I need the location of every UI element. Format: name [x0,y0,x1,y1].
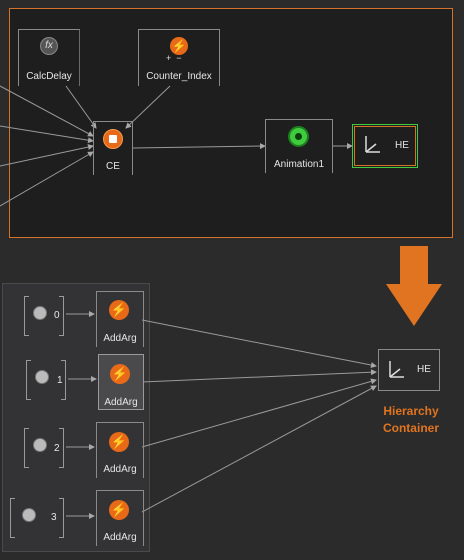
addarg-node[interactable]: ⚡ AddArg [96,490,144,546]
lightning-icon: ⚡ [110,364,130,384]
axis-icon [365,136,380,153]
he-bottom-node[interactable]: HE [378,349,440,391]
he-top-label: HE [395,140,409,151]
row-index: 3 [51,512,57,523]
lightning-icon: ⚡ [109,300,129,320]
ce-label: CE [106,161,120,172]
lightning-icon: ⚡ [109,500,129,520]
row-index: 1 [57,375,63,386]
addarg-label: AddArg [104,397,138,408]
counter-index-label: Counter_Index [146,71,212,82]
disk-icon [33,438,47,452]
down-arrow-icon [386,246,442,326]
he-top-node[interactable]: HE [352,124,418,168]
row-index: 2 [54,443,60,454]
disk-icon [22,508,36,522]
axis-icon [389,361,404,378]
annotation-line1: Hierarchy [383,404,439,418]
container-frame [9,8,453,238]
plus-minus-icon: + − [166,53,182,63]
addarg-node[interactable]: ⚡ AddArg [98,354,144,410]
row-index: 0 [54,310,60,321]
calc-delay-node[interactable]: fx CalcDelay [18,29,80,86]
radiation-icon-core [295,133,302,140]
animation1-label: Animation1 [273,159,325,170]
addarg-label: AddArg [103,532,137,543]
disk-node[interactable] [24,428,64,468]
ce-node[interactable]: CE [93,121,133,175]
hub-icon-core [109,135,117,143]
lightning-icon: ⚡ [170,37,188,55]
addarg-label: AddArg [103,464,137,475]
addarg-node[interactable]: ⚡ AddArg [96,422,144,478]
counter-index-node[interactable]: ⚡ + − Counter_Index [138,29,220,86]
disk-icon [35,370,49,384]
disk-node[interactable] [10,498,64,538]
calc-delay-label: CalcDelay [26,71,72,82]
disk-icon [33,306,47,320]
addarg-label: AddArg [103,333,137,344]
addarg-node[interactable]: ⚡ AddArg [96,291,144,347]
annotation-line2: Container [382,421,439,435]
disk-node[interactable] [26,360,66,400]
hierarchy-container-annotation: Hierarchy Container [364,403,458,437]
animation1-node[interactable]: Animation1 [265,119,333,173]
disk-node[interactable] [24,296,64,336]
he-bottom-label: HE [417,364,431,375]
fx-icon: fx [40,37,58,55]
lightning-icon: ⚡ [109,432,129,452]
